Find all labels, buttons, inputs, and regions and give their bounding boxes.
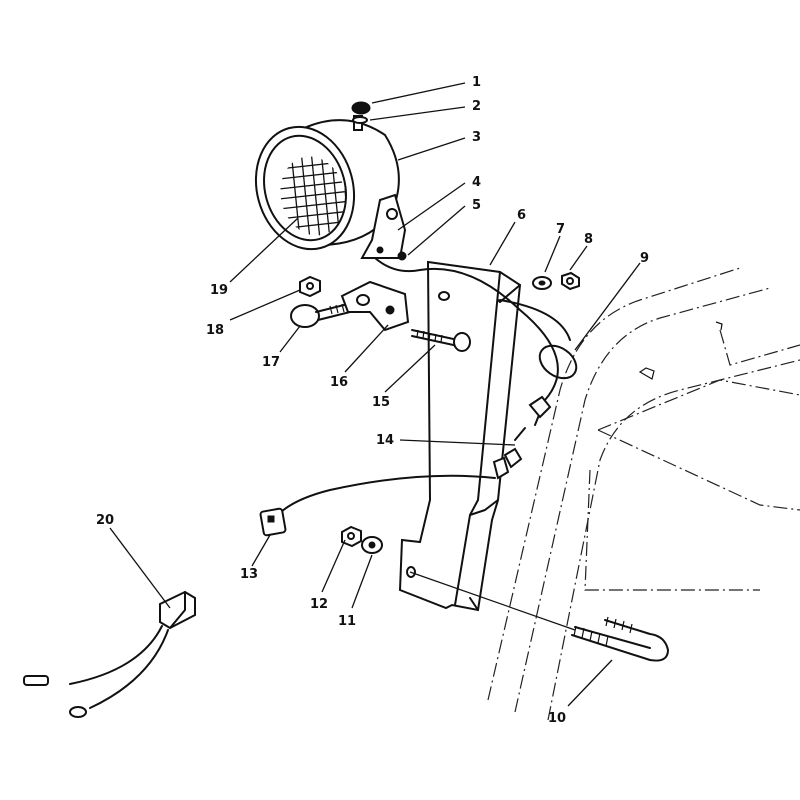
- callout-17: 17: [262, 355, 280, 370]
- callout-4: 4: [472, 175, 481, 190]
- callout-12: 12: [310, 597, 328, 612]
- callout-5: 5: [472, 198, 481, 213]
- lamp-top-cap: [351, 101, 371, 124]
- callout-11: 11: [338, 614, 356, 629]
- callout-18: 18: [206, 323, 224, 338]
- callout-15: 15: [372, 395, 390, 410]
- callout-14: 14: [376, 433, 394, 448]
- u-bolt: [409, 571, 669, 662]
- machine-body-outline: [487, 267, 800, 721]
- callout-9: 9: [640, 251, 649, 266]
- callout-labels: 1 2 3 4 5 6 7 8 9 10 11 12 13 14 15 16 1…: [96, 75, 649, 726]
- callout-20: 20: [96, 513, 114, 528]
- callout-13: 13: [240, 567, 258, 582]
- callout-8: 8: [584, 232, 593, 247]
- callout-19: 19: [210, 283, 228, 298]
- wiring-harness: [259, 257, 578, 537]
- pigtail-harness: [23, 590, 196, 718]
- callout-10: 10: [548, 711, 566, 726]
- work-lamp: [254, 115, 407, 261]
- callout-2: 2: [472, 99, 481, 114]
- callout-7: 7: [556, 222, 565, 237]
- mounting-hardware: [290, 271, 580, 554]
- callout-3: 3: [472, 130, 481, 145]
- mounting-bracket: [398, 260, 522, 612]
- callout-6: 6: [517, 208, 526, 223]
- callout-16: 16: [330, 375, 348, 390]
- leader-lines: [109, 82, 641, 707]
- callout-1: 1: [472, 75, 481, 90]
